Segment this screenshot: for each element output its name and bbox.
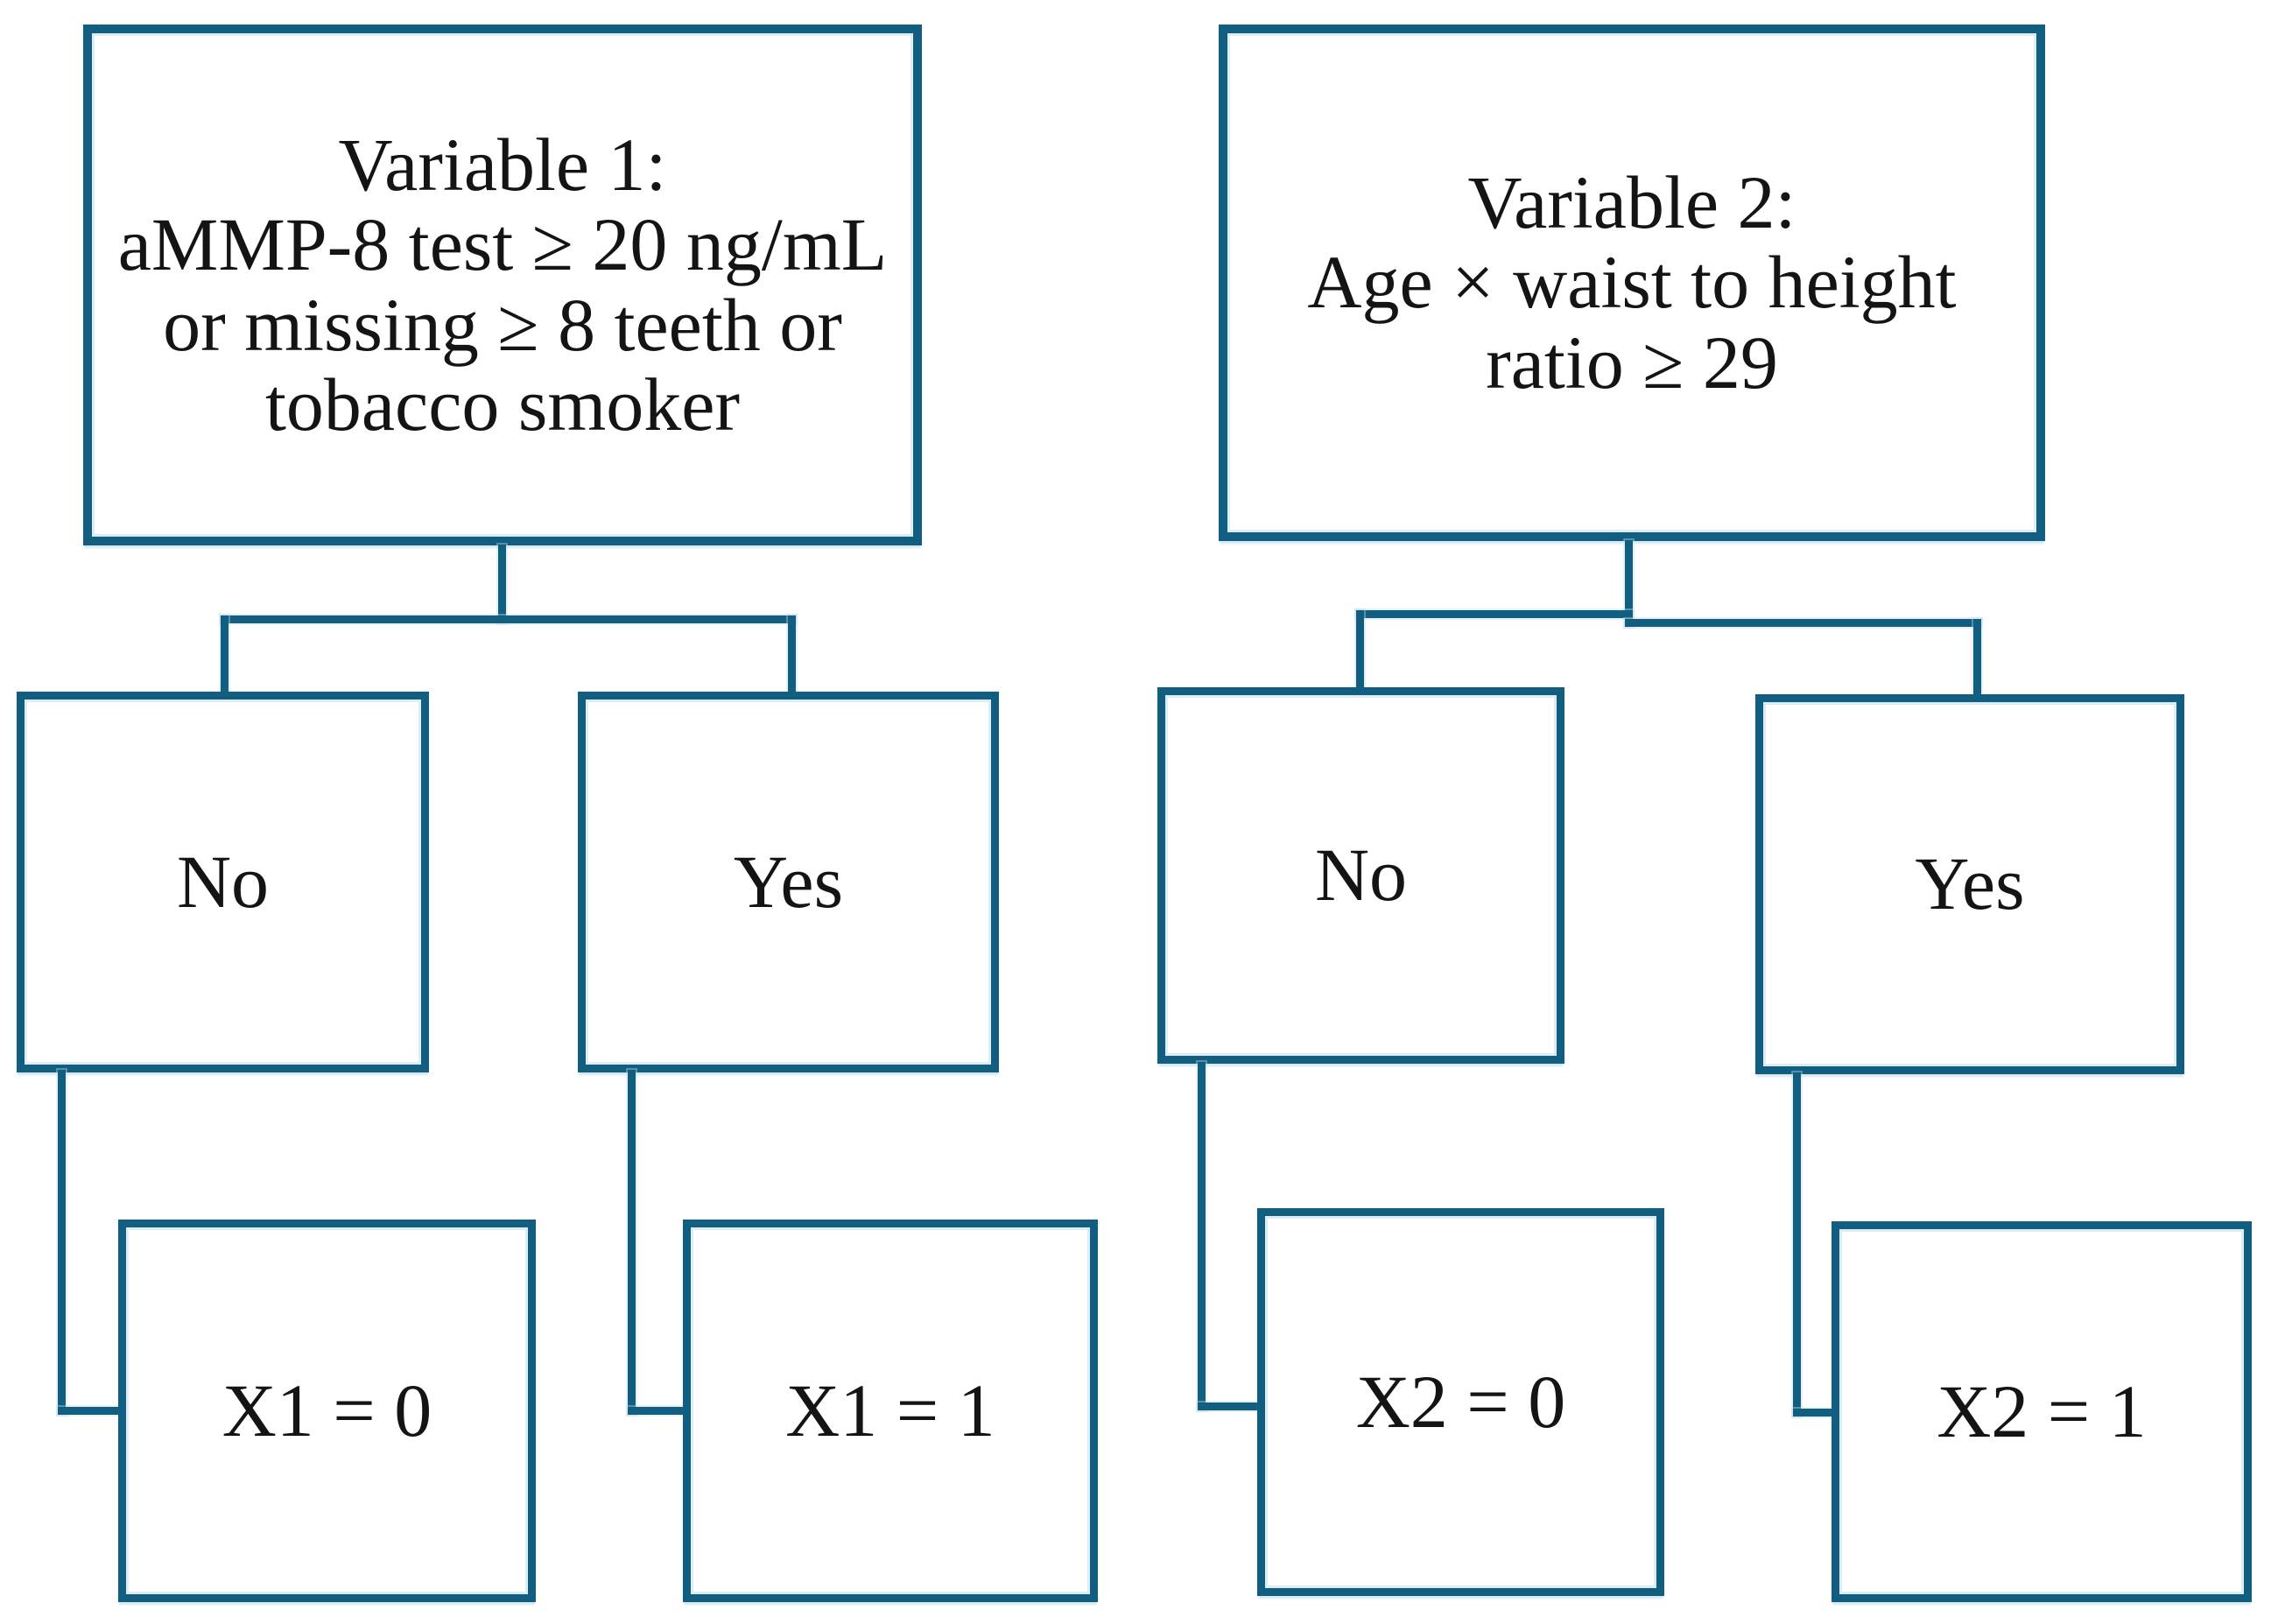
variable2-result1-box: X2 = 1 <box>1832 1221 2252 1602</box>
variable1-stem-line <box>498 545 506 623</box>
variable1-result0-label: X1 = 0 <box>221 1367 432 1452</box>
variable1-root-label: Variable 1: aMMP-8 test ≥ 20 ng/mL or mi… <box>117 123 888 446</box>
variable2-no-elbow-horizontal-line <box>1198 1403 1268 1410</box>
variable1-no-elbow-vertical-line <box>58 1070 66 1415</box>
variable2-yes-label: Yes <box>1915 841 2025 926</box>
variable1-no-drop-line <box>221 615 229 694</box>
variable1-branch-bar-line <box>221 615 796 623</box>
variable2-result1-label: X2 = 1 <box>1937 1368 2147 1453</box>
variable1-result0-box: X1 = 0 <box>118 1220 536 1602</box>
variable2-no-elbow-vertical-line <box>1198 1062 1206 1410</box>
variable1-result1-label: X1 = 1 <box>785 1367 995 1452</box>
variable2-no-label: No <box>1314 833 1408 917</box>
variable2-yes-drop-line <box>1973 619 1981 697</box>
variable1-yes-elbow-vertical-line <box>628 1070 636 1415</box>
variable1-yes-box: Yes <box>578 692 999 1072</box>
variable2-root-box: Variable 2: Age × waist to height ratio … <box>1219 25 2045 541</box>
variable1-no-elbow-horizontal-line <box>58 1407 129 1415</box>
variable2-no-box: No <box>1157 687 1564 1064</box>
variable2-yes-elbow-horizontal-line <box>1793 1409 1842 1417</box>
variable2-branch-bar-left-line <box>1356 610 1633 618</box>
variable1-root-box: Variable 1: aMMP-8 test ≥ 20 ng/mL or mi… <box>83 25 922 545</box>
variable1-yes-elbow-horizontal-line <box>628 1407 693 1415</box>
variable2-root-label: Variable 2: Age × waist to height ratio … <box>1307 160 1957 404</box>
variable2-yes-box: Yes <box>1755 694 2184 1074</box>
variable1-no-box: No <box>17 692 429 1072</box>
variable1-result1-box: X1 = 1 <box>683 1220 1098 1602</box>
variable2-branch-bar-right-line <box>1625 619 1981 627</box>
variable2-result0-box: X2 = 0 <box>1257 1208 1664 1596</box>
variable2-yes-elbow-vertical-line <box>1793 1072 1801 1417</box>
variable1-yes-drop-line <box>788 615 796 694</box>
variable2-stem-line <box>1625 540 1633 627</box>
variable2-no-drop-line <box>1356 610 1364 690</box>
variable1-yes-label: Yes <box>733 839 844 924</box>
variable1-no-label: No <box>176 839 270 924</box>
variable2-result0-label: X2 = 0 <box>1355 1359 1566 1444</box>
